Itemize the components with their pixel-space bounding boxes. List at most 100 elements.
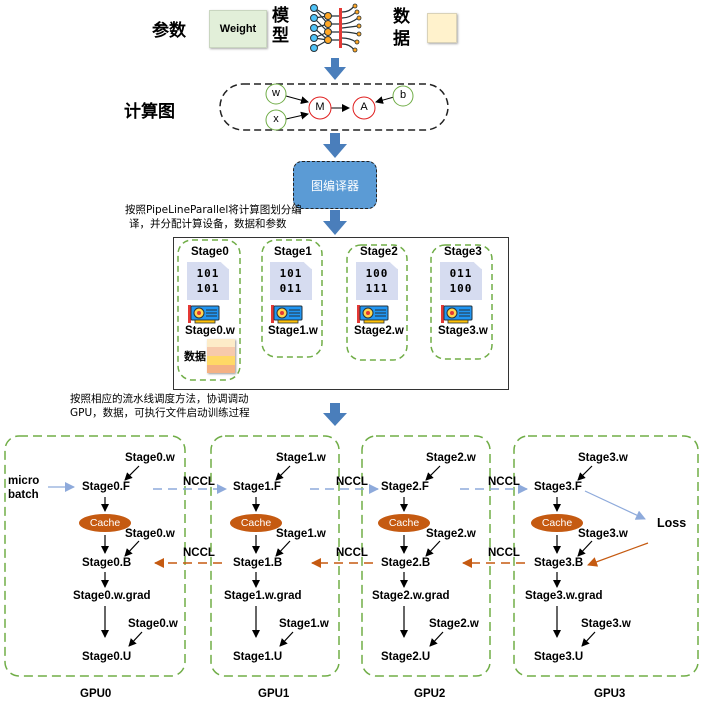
gpu2-weight-grad: Stage2.w.grad — [372, 590, 450, 602]
stage0-weight-label: Stage0.w — [185, 325, 235, 337]
graph-node-w-label: w — [272, 87, 280, 99]
compiler-note-line-1: 按照PipeLineParallel将计算图划分编 — [125, 204, 302, 216]
graph-node-w — [265, 83, 287, 105]
stage1-title: Stage1 — [274, 246, 312, 258]
nccl-label-fwd-1-2: NCCL — [336, 476, 368, 488]
gpu2-arrow-weight-to-U — [429, 631, 444, 647]
gpu1-cache: Cache — [230, 514, 282, 532]
gpu2-cache: Cache — [378, 514, 430, 532]
params-label: 参数 — [152, 21, 186, 41]
gpu3-update-weight: Stage3.w — [581, 618, 631, 630]
gpu3-weight-grad: Stage3.w.grad — [525, 590, 603, 602]
stage3-weight-label: Stage3.w — [438, 325, 488, 337]
compute-graph-label: 计算图 — [124, 102, 175, 122]
graph-node-b-label: b — [399, 89, 407, 101]
gpu0-backward-weight: Stage0.w — [125, 528, 175, 540]
stage3-box — [430, 244, 493, 360]
stage3-bits-row-2: 100 — [449, 282, 473, 295]
gpu3-arrow-weight-to-U — [581, 631, 596, 647]
stage3-bits-row-1: 011 — [449, 267, 473, 280]
stage0-bits-row-2: 101 — [196, 282, 220, 295]
stage0-bits-row-1: 101 — [196, 267, 220, 280]
gpu1-forward-weight: Stage1.w — [276, 452, 326, 464]
compute-graph-container — [219, 83, 449, 131]
gpu3-box — [513, 435, 699, 677]
gpu1-box — [210, 435, 340, 677]
stage0-data-label: 数据 — [184, 351, 206, 363]
forward-to-loss-arrow — [584, 490, 646, 520]
gpu0-box — [4, 435, 186, 677]
graph-compiler: 图编译器 — [293, 161, 377, 209]
graph-node-A-label: A — [360, 101, 368, 113]
gpu3-forward-weight: Stage3.w — [578, 452, 628, 464]
micro-batch-label-line-1: micro — [8, 475, 40, 487]
stage3-title: Stage3 — [444, 246, 482, 258]
stage1-bits-row-2: 011 — [279, 282, 303, 295]
data-batch-stack-icon — [207, 339, 235, 373]
stage2-box — [346, 244, 408, 361]
gpu3-cache: Cache — [531, 514, 583, 532]
gpu1-weight-grad: Stage1.w.grad — [224, 590, 302, 602]
compiler-note: 按照PipeLineParallel将计算图划分编 译，并分配计算设备，数据和参… — [125, 203, 302, 231]
gpu2-box — [361, 435, 491, 677]
gpu2-forward-node: Stage2.F — [381, 481, 429, 493]
stage2-gpu-card-icon — [357, 305, 389, 324]
gpu0-forward-node: Stage0.F — [82, 481, 130, 493]
graph-node-b — [392, 85, 414, 107]
loss-to-backward-arrow — [587, 542, 649, 567]
scheduler-note-line-1: 按照相应的流水线调度方法，协调调动 — [70, 393, 249, 405]
stage1-bits-row-1: 101 — [279, 267, 303, 280]
gpu2-backward-node: Stage2.B — [381, 557, 431, 569]
gpu-internal-arrows — [101, 465, 596, 647]
nccl-label-bwd-2-1: NCCL — [336, 547, 368, 559]
gpu3-update-node: Stage3.U — [534, 651, 584, 663]
gpu1-update-node: Stage1.U — [233, 651, 283, 663]
gpu1-name: GPU1 — [258, 688, 290, 700]
gpu0-arrow-weight-to-U — [128, 631, 143, 647]
data-label: 数 据 — [393, 6, 410, 50]
flow-arrow-graph-to-compiler — [323, 133, 347, 158]
gpu0-update-weight: Stage0.w — [128, 618, 178, 630]
graph-node-x-label: x — [273, 113, 279, 125]
nccl-label-fwd-0-1: NCCL — [183, 476, 215, 488]
flow-arrow-stages-to-gpus — [323, 403, 347, 426]
gpu2-update-weight: Stage2.w — [429, 618, 479, 630]
graph-node-M-label: M — [315, 101, 325, 113]
gpu0-update-node: Stage0.U — [82, 651, 132, 663]
stage2-title: Stage2 — [360, 246, 398, 258]
gpu2-update-node: Stage2.U — [381, 651, 431, 663]
gpu2-backward-weight: Stage2.w — [426, 528, 476, 540]
gpu0-forward-weight: Stage0.w — [125, 452, 175, 464]
gpu2-arrow-weight-to-B — [425, 540, 441, 557]
model-label-char-2: 型 — [272, 26, 289, 46]
stage2-bits-row-2: 111 — [365, 282, 389, 295]
gpu3-backward-node: Stage3.B — [534, 557, 584, 569]
gpu2-arrow-weight-to-F — [425, 465, 441, 481]
micro-batch-label: micro batch — [8, 474, 39, 502]
gpu0-arrow-weight-to-B — [124, 540, 140, 557]
nccl-label-bwd-3-2: NCCL — [488, 547, 520, 559]
scheduler-note: 按照相应的流水线调度方法，协调调动 GPU，数据，可执行文件启动训练过程 — [70, 392, 250, 420]
gpu0-cache: Cache — [79, 514, 131, 532]
gpu2-forward-weight: Stage2.w — [426, 452, 476, 464]
stage1-binary-doc: 101 011 — [270, 262, 312, 300]
weight-box: Weight — [209, 10, 267, 48]
gpu1-arrow-weight-to-F — [275, 465, 291, 481]
gpu1-backward-weight: Stage1.w — [276, 528, 326, 540]
graph-node-x — [265, 109, 287, 131]
neural-network-icon — [310, 3, 362, 53]
gpu1-arrow-weight-to-B — [275, 540, 291, 557]
gpu0-name: GPU0 — [80, 688, 112, 700]
stage0-binary-doc: 101 101 — [187, 262, 229, 300]
model-label-char-1: 模 — [272, 6, 289, 26]
stage2-weight-label: Stage2.w — [354, 325, 404, 337]
stage1-weight-label: Stage1.w — [268, 325, 318, 337]
stage0-gpu-card-icon — [188, 305, 220, 324]
gpu1-backward-node: Stage1.B — [233, 557, 283, 569]
data-label-char-1: 数 — [393, 7, 410, 27]
compute-graph-edges — [285, 95, 395, 120]
data-label-char-2: 据 — [393, 29, 410, 49]
gpu3-backward-weight: Stage3.w — [578, 528, 628, 540]
gpu3-arrow-weight-to-B — [577, 540, 593, 557]
